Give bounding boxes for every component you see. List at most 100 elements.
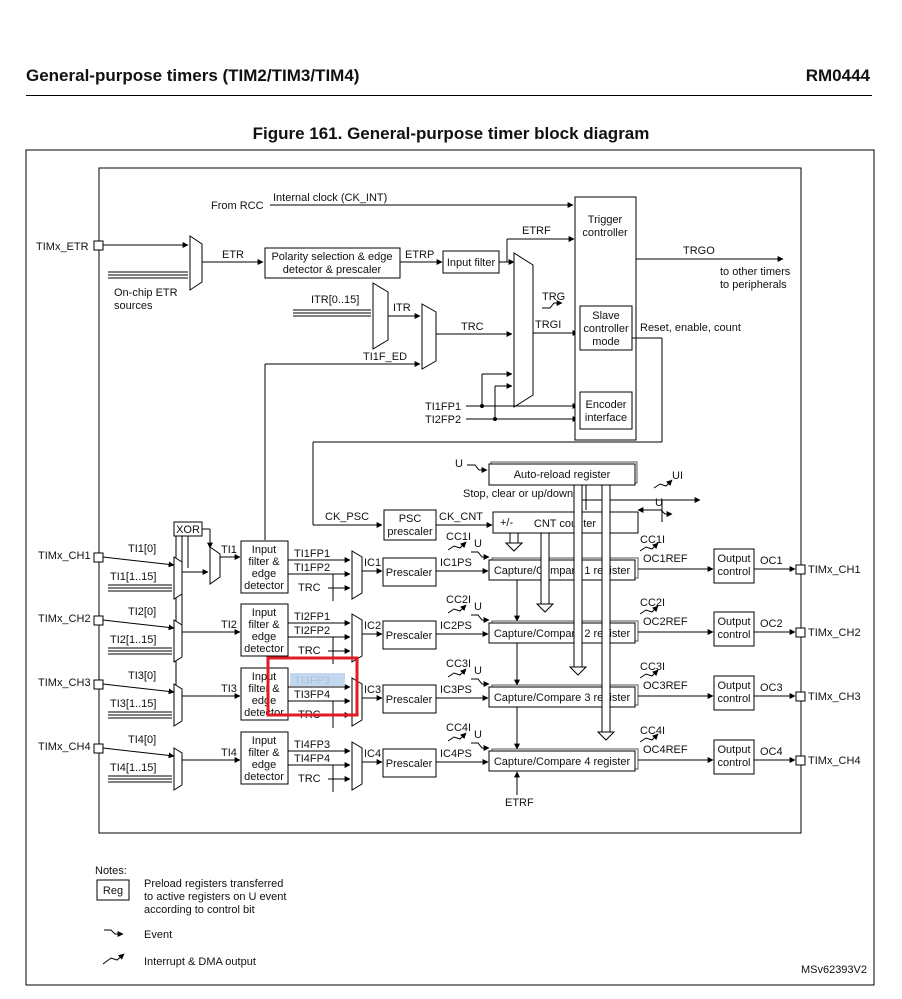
ch3-ic-label: IC3 <box>364 684 381 696</box>
trigger-controller-text-1: Trigger <box>588 214 623 226</box>
ch3-u-event-icon <box>471 678 490 687</box>
ch1-input-filter-box <box>240 540 289 594</box>
ch4-ocref-label: OC4REF <box>643 744 688 756</box>
ch1-output-control-text-2: control <box>717 566 750 578</box>
ch2-filter-text-0: Input <box>252 607 276 619</box>
ch2-filter-text-3: detector <box>244 643 284 655</box>
ch3-ccreg-box <box>488 686 636 708</box>
ch1-cci-label: CC1I <box>446 531 471 543</box>
ch4-input-pin <box>93 743 104 754</box>
ch1-ccreg-text: Capture/Compare 1 register <box>494 565 631 577</box>
etrf-bottom-label: ETRF <box>505 797 534 809</box>
document-code: RM0444 <box>805 66 870 85</box>
ch4-filter-text-1: filter & <box>248 747 280 759</box>
ch1-oc-label: OC1 <box>760 555 783 567</box>
ch4-input-filter-box <box>240 731 289 785</box>
ch4-fp-a-label: TI4FP3 <box>294 739 330 751</box>
figure-frame <box>25 149 875 986</box>
ck-psc-label: CK_PSC <box>325 511 369 523</box>
encoder-text-1: Encoder <box>586 399 627 411</box>
notes-title: Notes: <box>95 865 127 877</box>
ch3-out-pin-label: TIMx_CH3 <box>808 691 861 703</box>
etrp-label: ETRP <box>405 249 434 261</box>
ch2-input-pin <box>93 615 104 626</box>
trgi-mux <box>513 252 534 408</box>
ch1-prescaler-text: Prescaler <box>386 567 433 579</box>
ch2-ti-label: TI2 <box>221 619 237 631</box>
ti1fp1-label-top: TI1FP1 <box>425 401 461 413</box>
ch3-tin-range-label: TI3[1..15] <box>110 698 156 710</box>
ch4-prescaler-text: Prescaler <box>386 758 433 770</box>
ch3-pin-label: TIMx_CH3 <box>38 677 91 689</box>
ch3-prescaler-box <box>382 684 437 714</box>
timer-boundary <box>98 167 802 834</box>
bus-arrow-3 <box>601 484 611 733</box>
trc-label-top: TRC <box>461 321 484 333</box>
selected-label-highlight <box>290 673 345 686</box>
ch3-filter-text-0: Input <box>252 671 276 683</box>
etr-mux <box>189 235 203 291</box>
ch4-cci-right-icon <box>639 733 659 743</box>
bus-arrowhead-2 <box>568 666 588 676</box>
ch1-cci-icon <box>447 541 467 551</box>
ch1-tin0-label: TI1[0] <box>128 543 156 555</box>
ch1-output-pin <box>795 564 806 575</box>
ch1-cci-right-icon <box>639 542 659 552</box>
input-filter-text: Input filter <box>447 257 496 269</box>
plus-minus-label: +/- <box>500 517 513 529</box>
ch4-cci-label: CC4I <box>446 722 471 734</box>
ch2-tin-range-label: TI2[1..15] <box>110 634 156 646</box>
ch2-filter-text-1: filter & <box>248 619 280 631</box>
ch2-fp-a-label: TI2FP1 <box>294 611 330 623</box>
stop-clear-label: Stop, clear or up/down <box>463 488 573 500</box>
ch4-input-mux <box>173 747 183 791</box>
trigger-controller-text-2: controller <box>582 227 628 239</box>
ch2-ccreg-box <box>488 622 636 644</box>
ch1-tin-range-label: TI1[1..15] <box>110 571 156 583</box>
trg-label: TRG <box>542 291 565 303</box>
onchip-etr-label-1: On-chip ETR <box>114 287 178 299</box>
ch2-out-pin-label: TIMx_CH2 <box>808 627 861 639</box>
ch4-cci-icon <box>447 732 467 742</box>
ch3-ti-label: TI3 <box>221 683 237 695</box>
psc-text-1: PSC <box>399 513 422 525</box>
ti2fp2-label-top: TI2FP2 <box>425 414 461 426</box>
notes-reg-text-2: to active registers on U event <box>144 891 286 903</box>
ch3-filter-text-1: filter & <box>248 683 280 695</box>
etrf-label: ETRF <box>522 225 551 237</box>
ch1-u-event-icon <box>471 551 490 560</box>
ch1-trc-label: TRC <box>298 582 321 594</box>
reg-legend-box <box>96 879 130 901</box>
ch1-icps-label: IC1PS <box>440 557 472 569</box>
ch1-input-mux <box>173 556 183 600</box>
ch4-output-pin <box>795 755 806 766</box>
itr-range-label: ITR[0..15] <box>311 294 359 306</box>
ch2-ocref-label: OC2REF <box>643 616 688 628</box>
polarity-text-2: detector & prescaler <box>283 264 382 276</box>
ch2-input-filter-box <box>240 603 289 657</box>
timx-etr-pin-label: TIMx_ETR <box>36 241 89 253</box>
ch3-filter-text-3: detector <box>244 707 284 719</box>
ch1-filter-text-3: detector <box>244 580 284 592</box>
ch3-output-control-text-2: control <box>717 693 750 705</box>
ch2-output-control-box <box>713 611 755 647</box>
ch2-oc-label: OC2 <box>760 618 783 630</box>
ch3-cci-right-label: CC3I <box>640 661 665 673</box>
encoder-interface-box <box>579 391 633 430</box>
trc-mux <box>421 303 437 370</box>
u-label-top: U <box>455 458 463 470</box>
itr-label: ITR <box>393 302 411 314</box>
itr-mux <box>372 282 389 350</box>
figure-title: Figure 161. General-purpose timer block … <box>252 124 650 143</box>
cnt-counter-text: CNT counter <box>534 518 596 530</box>
ch3-oc-label: OC3 <box>760 682 783 694</box>
ck-cnt-label: CK_CNT <box>439 511 483 523</box>
psc-text-2: prescaler <box>387 526 433 538</box>
slave-text-1: Slave <box>592 310 620 322</box>
ch1-ti-label: TI1 <box>221 544 237 556</box>
ch2-input-mux <box>173 619 183 663</box>
ch4-output-control-text-2: control <box>717 757 750 769</box>
ch1-output-control-text-1: Output <box>717 553 750 565</box>
ch3-cci-right-icon <box>639 669 659 679</box>
